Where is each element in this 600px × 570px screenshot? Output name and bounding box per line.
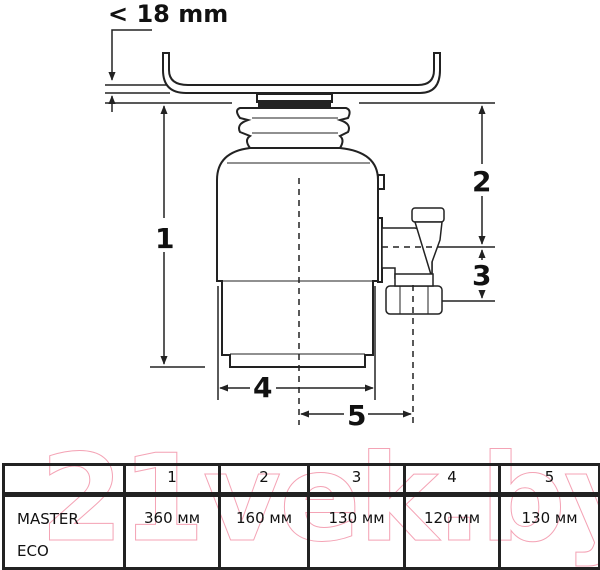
model-name-cell: MASTER ECO [2,493,126,570]
dimension-label-2: 2 [472,165,491,198]
header-cell [2,463,126,497]
value-cell: 130 мм [307,493,406,570]
value-cell: 360 мм [123,493,221,570]
disposer-body [216,147,379,368]
dimension-label-5: 5 [347,399,366,432]
header-cell: 3 [307,463,406,497]
dimensions-table: 1 2 3 4 5 MASTER ECO 360 мм 160 мм 130 м… [2,463,600,570]
dimension-label-1: 1 [155,222,174,255]
gap-label: < 18 mm [108,0,228,28]
model-name-line: ECO [17,542,49,560]
header-cell: 5 [498,463,600,497]
dimension-label-4: 4 [253,371,272,404]
value-cell: 130 мм [498,493,600,570]
dimension-label-3: 3 [472,259,491,292]
value-cell: 120 мм [403,493,501,570]
table-header-row: 1 2 3 4 5 [2,463,600,497]
value-cell: 160 мм [218,493,310,570]
header-cell: 1 [123,463,221,497]
outlet-pipe [381,207,445,315]
disposer-drawing: < 18 mm [105,0,496,432]
header-cell: 2 [218,463,310,497]
gap-dimension [105,29,170,112]
model-name-line: MASTER [17,510,79,528]
header-cell: 4 [403,463,501,497]
mounting-ring [236,107,351,149]
table-row: MASTER ECO 360 мм 160 мм 130 мм 120 мм 1… [2,493,600,570]
sink-outline [162,52,441,94]
